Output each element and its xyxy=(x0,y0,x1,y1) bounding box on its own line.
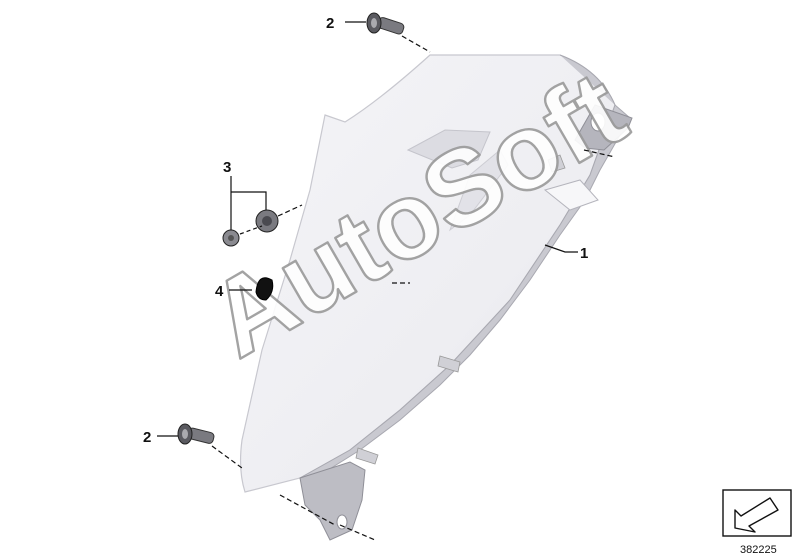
callout-2-top: 2 xyxy=(326,15,334,32)
navigation-arrow-icon[interactable] xyxy=(722,489,792,537)
callout-4: 4 xyxy=(215,283,224,300)
alignment-marks xyxy=(279,149,616,541)
cap xyxy=(255,277,274,301)
screw-top xyxy=(366,12,431,53)
callout-2-bottom: 2 xyxy=(143,429,151,446)
callout-3: 3 xyxy=(223,159,231,176)
part-number: 382225 xyxy=(740,544,777,556)
callout-1: 1 xyxy=(580,245,588,262)
leader-lines xyxy=(157,21,578,437)
screw-bottom xyxy=(177,423,243,469)
cover-panel xyxy=(239,54,633,541)
grommet-and-clip xyxy=(222,204,303,247)
